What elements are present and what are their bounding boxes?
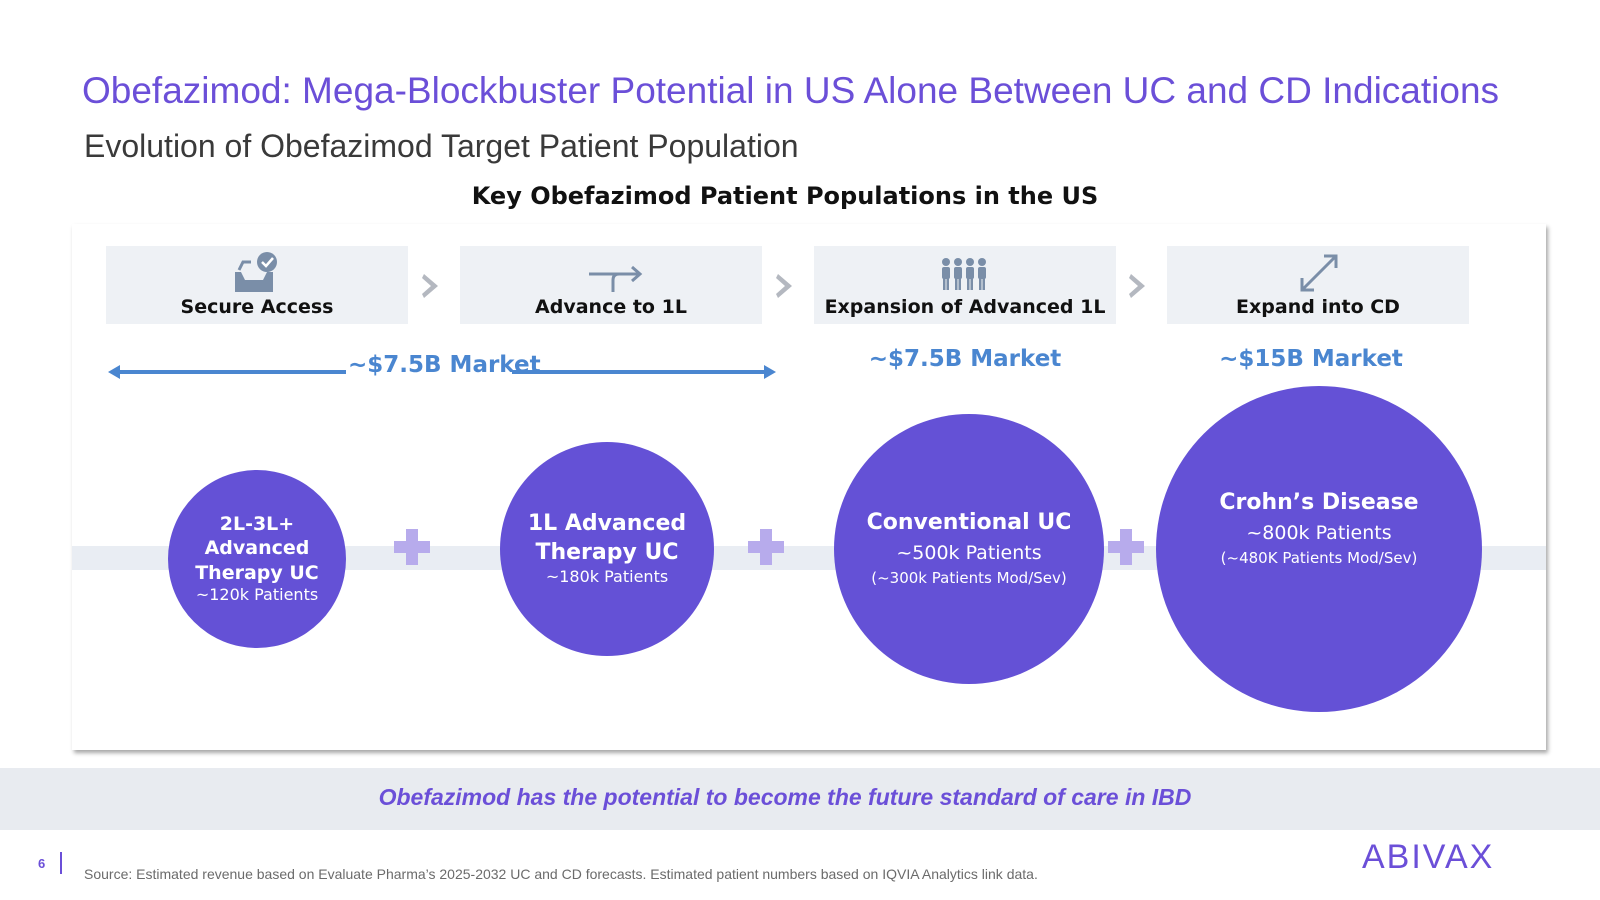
stage-label: Expand into CD (1236, 296, 1400, 318)
plus-icon (1108, 529, 1144, 565)
population-circle: 1L Advanced Therapy UC ~180k Patients (500, 442, 714, 656)
svg-text:ABIVAX: ABIVAX (1362, 838, 1494, 874)
populations-panel: Secure Access Advance to 1L Expansion of… (72, 224, 1546, 750)
plus-icon (748, 529, 784, 565)
arrow-left-icon (108, 365, 120, 379)
section-heading: Key Obefazimod Patient Populations in th… (471, 182, 1099, 210)
chevron-right-icon (774, 272, 796, 305)
population-circle: Conventional UC ~500k Patients (~300k Pa… (834, 414, 1104, 684)
population-title: 1L Advanced Therapy UC (527, 511, 687, 565)
chevron-right-icon (1127, 272, 1149, 305)
expand-diagonal-icon (1300, 254, 1338, 292)
banner-text: Obefazimod has the potential to become t… (378, 784, 1192, 810)
population-detail: (~300k Patients Mod/Sev) (871, 569, 1067, 588)
stage-expansion-advanced-1l: Expansion of Advanced 1L (814, 246, 1116, 324)
population-circle: 2L-3L+ Advanced Therapy UC ~120k Patient… (168, 470, 346, 648)
stage-label: Advance to 1L (535, 296, 687, 318)
arrow-right-icon (764, 365, 776, 379)
plus-icon (394, 529, 430, 565)
population-title: 2L-3L+ Advanced Therapy UC (195, 513, 319, 584)
population-patients: ~120k Patients (195, 585, 319, 605)
page-title: Obefazimod: Mega-Blockbuster Potential i… (82, 70, 1500, 111)
population-patients: ~180k Patients (545, 566, 669, 586)
abivax-logo: ABIVAX (1362, 838, 1494, 874)
stage-expand-cd: Expand into CD (1167, 246, 1469, 324)
inbox-check-icon (235, 252, 277, 292)
page-subtitle: Evolution of Obefazimod Target Patient P… (84, 128, 799, 164)
population-patients: ~500k Patients (896, 542, 1042, 565)
market-label: ~$7.5B Market (868, 346, 1062, 372)
takeaway-banner: Obefazimod has the potential to become t… (0, 768, 1600, 830)
market-span-line (118, 370, 346, 374)
population-detail: (~480K Patients Mod/Sev) (1220, 549, 1418, 568)
market-label: ~$7.5B Market (348, 352, 541, 378)
turn-arrow-icon (589, 265, 643, 292)
market-span-line (512, 370, 766, 374)
population-circle: Crohn’s Disease ~800k Patients (~480K Pa… (1156, 386, 1482, 712)
stage-label: Secure Access (180, 296, 334, 318)
stage-label: Expansion of Advanced 1L (824, 296, 1106, 318)
population-patients: ~800k Patients (1246, 522, 1392, 545)
population-title: Crohn’s Disease (1219, 490, 1419, 516)
page-divider (60, 852, 62, 874)
chevron-right-icon (420, 272, 442, 305)
market-label: ~$15B Market (1219, 346, 1403, 372)
people-group-icon (942, 258, 986, 290)
population-title: Conventional UC (866, 510, 1072, 536)
stage-advance-1l: Advance to 1L (460, 246, 762, 324)
stage-secure-access: Secure Access (106, 246, 408, 324)
source-note: Source: Estimated revenue based on Evalu… (84, 866, 1038, 882)
page-number: 6 (38, 856, 46, 871)
